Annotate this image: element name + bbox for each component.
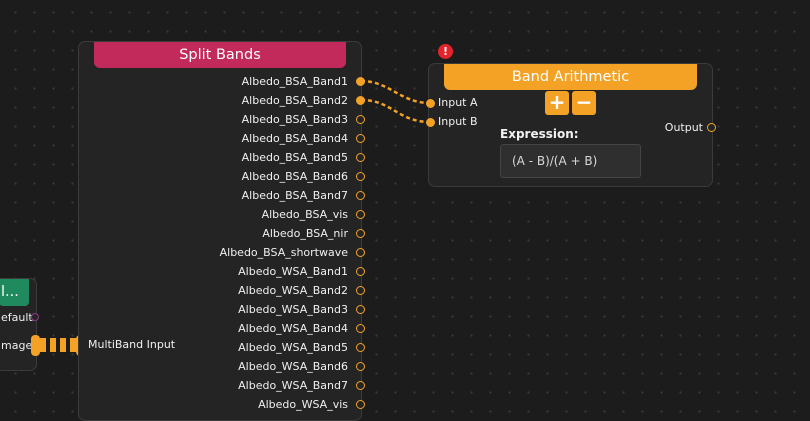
split-output-label: Albedo_BSA_Band1 bbox=[241, 75, 348, 88]
split-output-port[interactable] bbox=[356, 172, 365, 181]
image-output-port[interactable] bbox=[31, 335, 40, 356]
split-output-label: Albedo_WSA_Band7 bbox=[238, 379, 348, 392]
split-output-port[interactable] bbox=[356, 400, 365, 409]
split-output-label: Albedo_BSA_Band3 bbox=[241, 113, 348, 126]
remove-input-button[interactable]: − bbox=[572, 91, 596, 115]
split-output-label: Albedo_BSA_vis bbox=[261, 208, 348, 221]
split-output-label: Albedo_WSA_Band3 bbox=[238, 303, 348, 316]
input-a-label: Input A bbox=[438, 96, 478, 109]
split-output-label: Albedo_WSA_vis bbox=[258, 398, 348, 411]
image-source-node-header: l... bbox=[0, 279, 29, 306]
split-output-label: Albedo_WSA_Band6 bbox=[238, 360, 348, 373]
output-label: Output bbox=[664, 121, 703, 134]
expression-value: (A - B)/(A + B) bbox=[512, 154, 598, 168]
expression-label: Expression: bbox=[500, 127, 579, 141]
wire-band2-to-input-b bbox=[360, 98, 431, 124]
split-output-label: Albedo_BSA_Band4 bbox=[241, 132, 348, 145]
split-output-label: Albedo_WSA_Band1 bbox=[238, 265, 348, 278]
band-arithmetic-title: Band Arithmetic bbox=[511, 69, 630, 85]
split-output-port[interactable] bbox=[356, 96, 365, 105]
split-bands-header[interactable]: Split Bands bbox=[94, 42, 346, 68]
split-output-port[interactable] bbox=[356, 229, 365, 238]
split-output-port[interactable] bbox=[356, 267, 365, 276]
split-output-port[interactable] bbox=[356, 134, 365, 143]
split-output-label: Albedo_BSA_Band6 bbox=[241, 170, 348, 183]
split-output-port[interactable] bbox=[356, 210, 365, 219]
wire-band1-to-input-a bbox=[360, 79, 431, 105]
split-output-label: Albedo_BSA_nir bbox=[262, 227, 348, 240]
split-output-label: Albedo_BSA_Band2 bbox=[241, 94, 348, 107]
expression-input[interactable]: (A - B)/(A + B) bbox=[500, 144, 641, 178]
band-arithmetic-node[interactable]: Band Arithmetic + − Input A Input B Outp… bbox=[426, 63, 716, 187]
default-port-label: efault bbox=[1, 311, 33, 324]
split-output-label: Albedo_WSA_Band5 bbox=[238, 341, 348, 354]
default-port[interactable] bbox=[31, 313, 39, 321]
output-port[interactable] bbox=[707, 123, 716, 132]
split-output-port[interactable] bbox=[356, 343, 365, 352]
band-arithmetic-header[interactable]: Band Arithmetic bbox=[444, 64, 697, 90]
split-output-port[interactable] bbox=[356, 115, 365, 124]
split-output-port[interactable] bbox=[356, 248, 365, 257]
image-source-node-title: l... bbox=[1, 284, 19, 300]
split-output-label: Albedo_BSA_shortwave bbox=[219, 246, 348, 259]
split-output-port[interactable] bbox=[356, 286, 365, 295]
split-output-label: Albedo_BSA_Band5 bbox=[241, 151, 348, 164]
split-output-label: Albedo_WSA_Band2 bbox=[238, 284, 348, 297]
input-a-port[interactable] bbox=[426, 99, 435, 108]
input-b-port[interactable] bbox=[426, 118, 435, 127]
split-output-port[interactable] bbox=[356, 362, 365, 371]
image-port-label: mage bbox=[1, 339, 33, 352]
multiband-input-label: MultiBand Input bbox=[88, 338, 176, 351]
split-bands-title: Split Bands bbox=[179, 47, 261, 63]
image-source-node[interactable]: l... efault mage bbox=[0, 278, 39, 371]
split-output-port[interactable] bbox=[356, 77, 365, 86]
split-output-port[interactable] bbox=[356, 305, 365, 314]
split-output-port[interactable] bbox=[356, 191, 365, 200]
split-output-label: Albedo_WSA_Band4 bbox=[238, 322, 348, 335]
split-output-port[interactable] bbox=[356, 381, 365, 390]
input-b-label: Input B bbox=[438, 115, 478, 128]
split-output-label: Albedo_BSA_Band7 bbox=[241, 189, 348, 202]
split-output-port[interactable] bbox=[356, 153, 365, 162]
add-input-button[interactable]: + bbox=[545, 91, 569, 115]
error-icon[interactable]: ! bbox=[438, 44, 453, 59]
split-output-port[interactable] bbox=[356, 324, 365, 333]
